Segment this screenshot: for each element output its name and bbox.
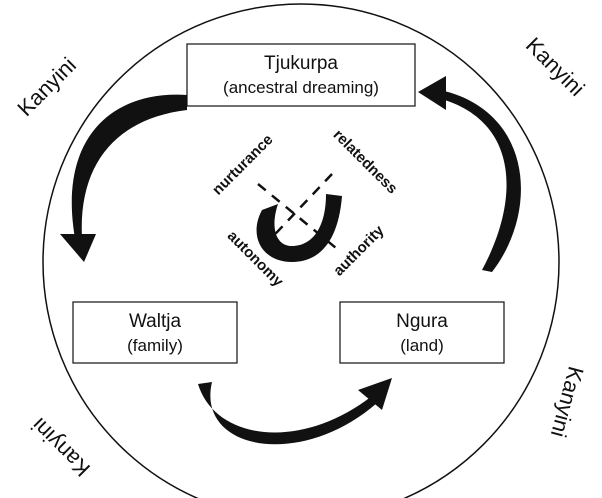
- value-authority: authority: [330, 222, 388, 280]
- kanyini-label-top-right: Kanyini: [521, 32, 590, 101]
- arrow-tjukurpa-to-waltja: [60, 94, 187, 262]
- value-relatedness: relatedness: [330, 126, 401, 197]
- tjukurpa-box: Tjukurpa (ancestral dreaming): [186, 43, 416, 107]
- arrow-waltja-to-ngura: [198, 378, 392, 445]
- arrow-ngura-to-tjukurpa: [418, 76, 521, 272]
- ngura-title: Ngura: [396, 311, 448, 332]
- central-crescent-mark: [256, 194, 342, 262]
- tjukurpa-title: Tjukurpa: [264, 53, 338, 74]
- outer-circle: [42, 3, 560, 498]
- waltja-subtitle: (family): [127, 336, 183, 355]
- value-nurturance: nurturance: [209, 131, 276, 198]
- central-symbol: [256, 173, 342, 262]
- ngura-box: Ngura (land): [339, 301, 505, 364]
- waltja-title: Waltja: [129, 311, 182, 332]
- kanyini-label-bottom-left: Kanyini: [26, 413, 95, 482]
- tjukurpa-subtitle: (ancestral dreaming): [223, 78, 379, 97]
- kanyini-label-bottom-right: Kanyini: [546, 364, 589, 440]
- kanyini-label-top-left: Kanyini: [12, 52, 81, 121]
- ngura-subtitle: (land): [400, 336, 443, 355]
- waltja-box: Waltja (family): [72, 301, 238, 364]
